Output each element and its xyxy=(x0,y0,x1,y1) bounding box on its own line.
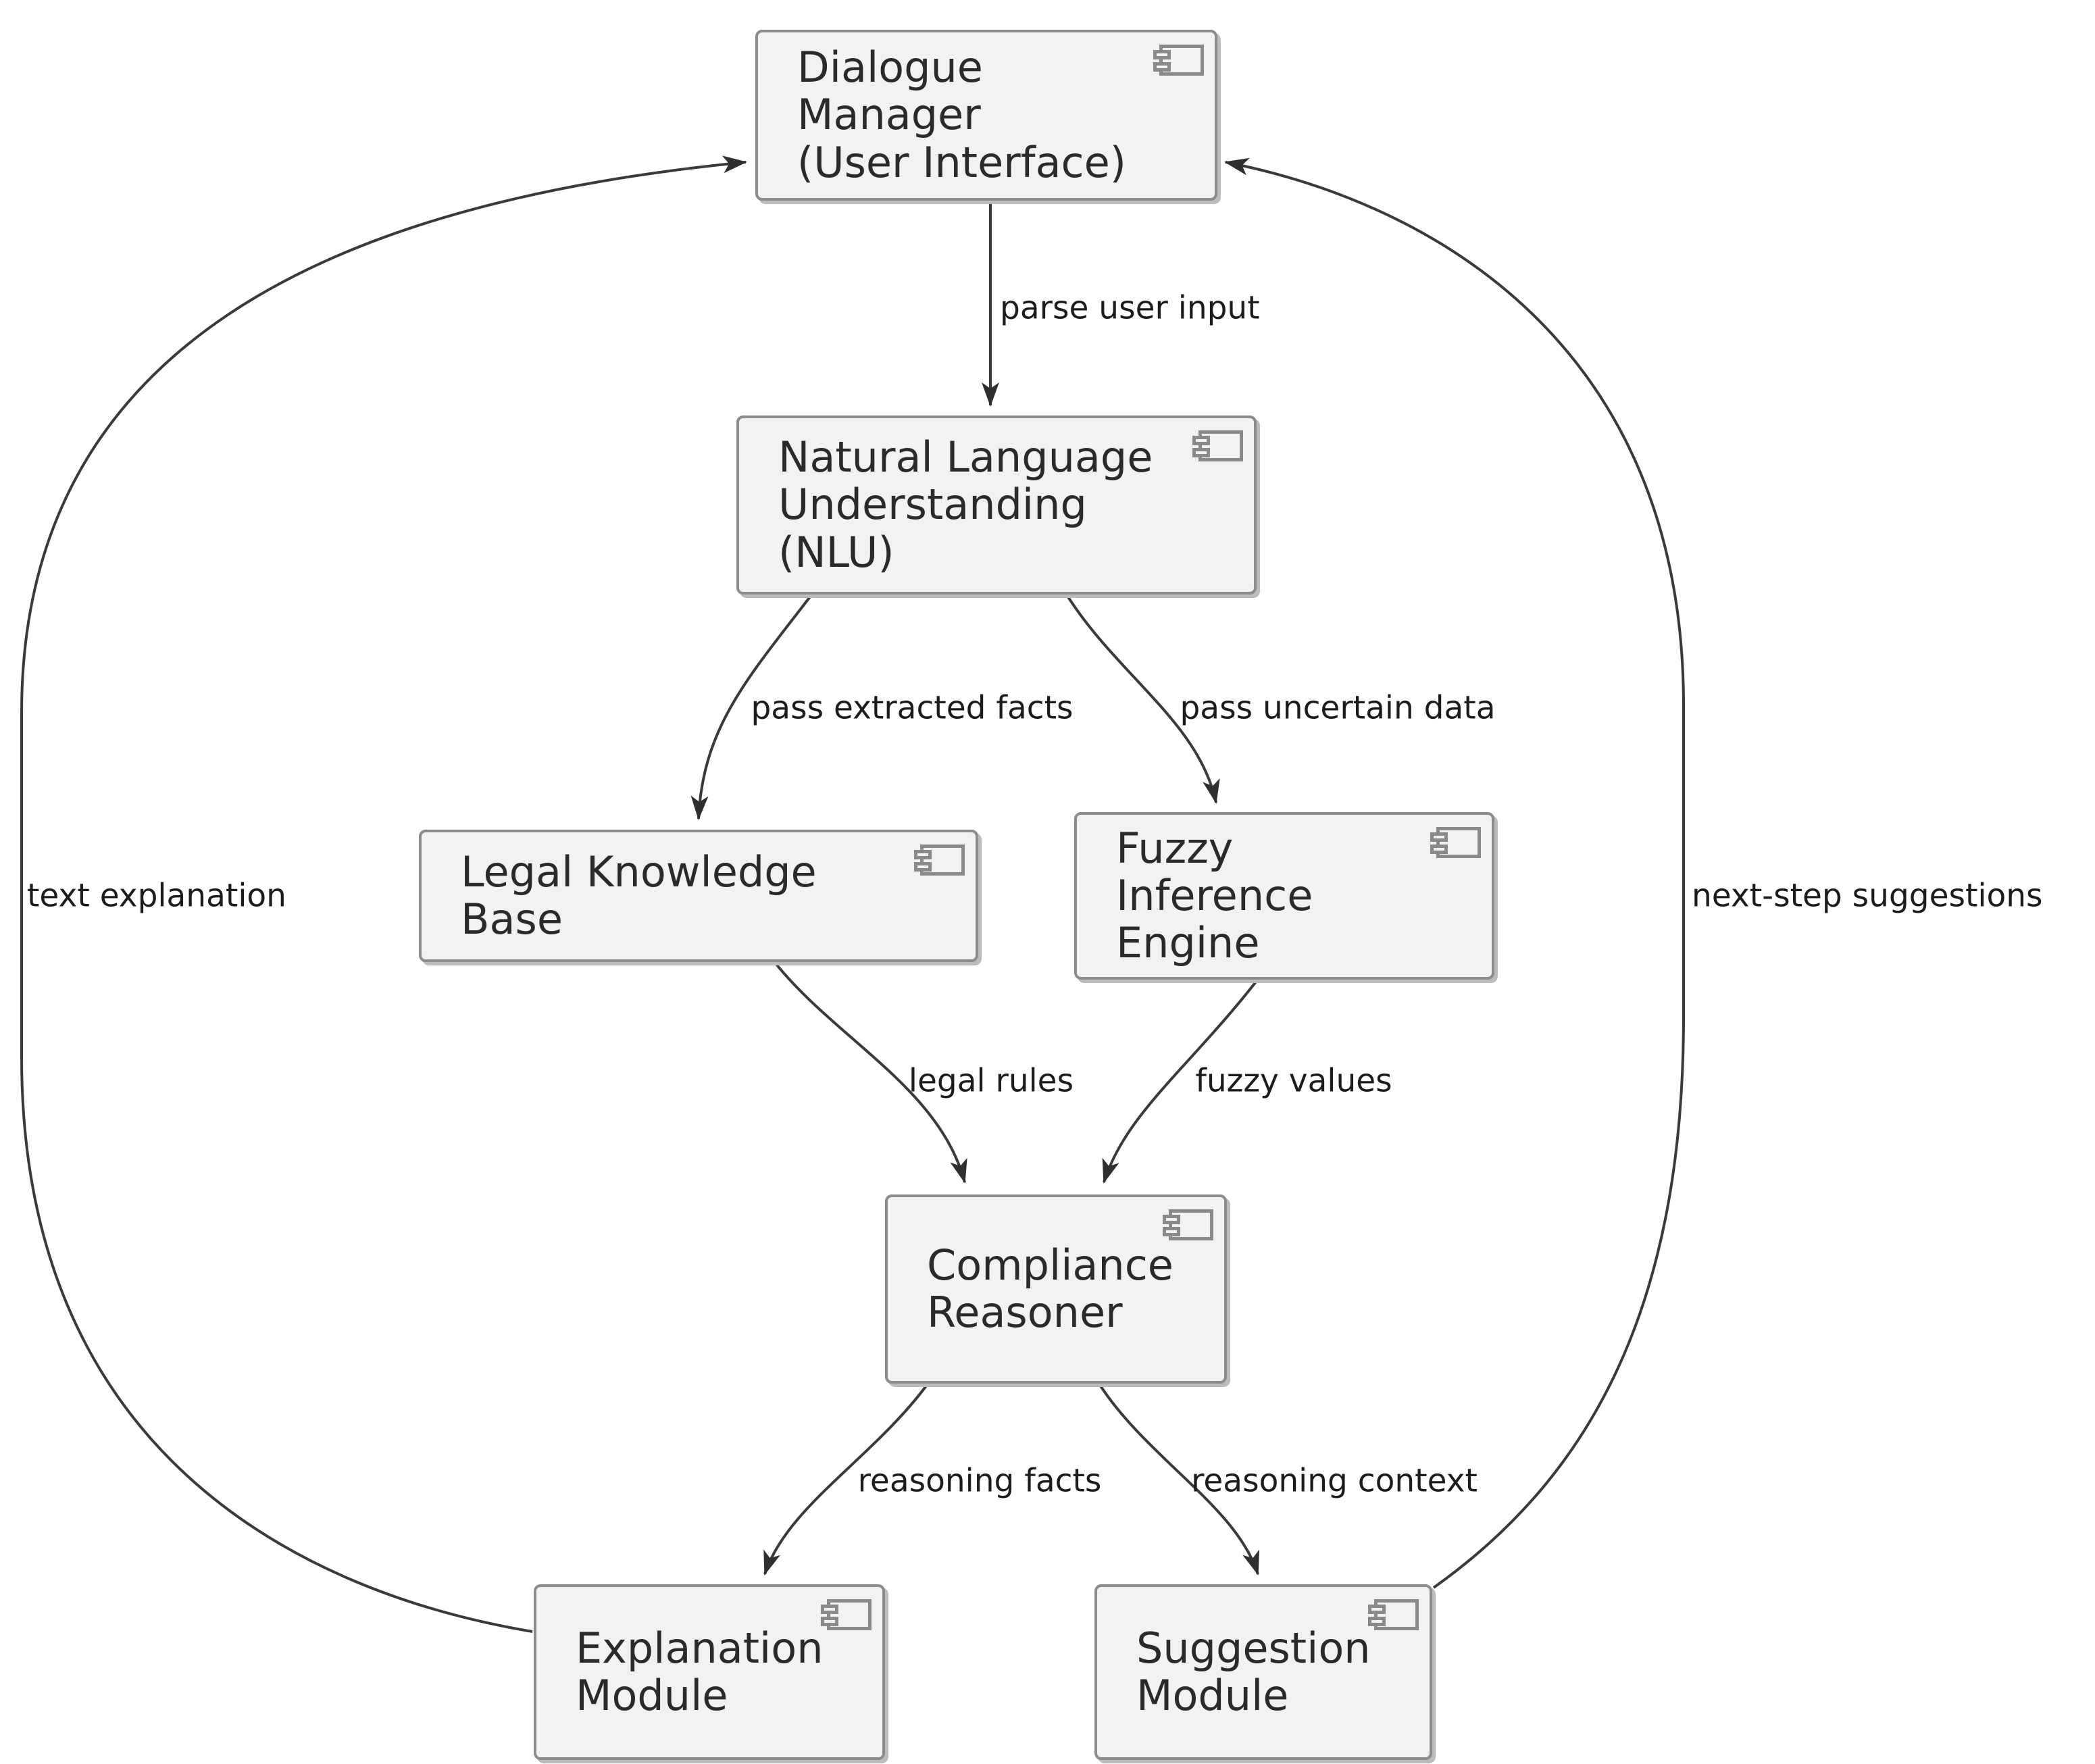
node-label-explanation-module: Explanation Module xyxy=(576,1623,824,1720)
component-icon xyxy=(914,845,965,876)
component-icon xyxy=(1368,1599,1419,1630)
node-label-compliance-reasoner: Compliance Reasoner xyxy=(927,1240,1173,1337)
node-legal-knowledge-base: Legal Knowledge Base xyxy=(419,830,978,962)
node-dialogue-manager: Dialogue Manager (User Interface) xyxy=(755,30,1217,201)
component-icon xyxy=(1192,430,1243,461)
component-icon xyxy=(821,1599,872,1630)
node-label-fuzzy-inference-engine: Fuzzy Inference Engine xyxy=(1116,823,1313,968)
edge-label-parse-user-input: parse user input xyxy=(1000,289,1260,327)
edge-nlu-to-fuzzy-engine xyxy=(1066,595,1220,804)
edge-label-legal-rules: legal rules xyxy=(908,1062,1074,1100)
node-nlu: Natural Language Understanding (NLU) xyxy=(736,415,1257,595)
node-fuzzy-inference-engine: Fuzzy Inference Engine xyxy=(1074,812,1494,980)
edge-label-next-step-suggestions: next-step suggestions xyxy=(1692,877,2043,915)
node-label-nlu: Natural Language Understanding (NLU) xyxy=(778,432,1153,577)
node-suggestion-module: Suggestion Module xyxy=(1094,1584,1432,1760)
component-icon xyxy=(1153,45,1204,76)
edge-fuzzy-engine-to-reasoner xyxy=(1102,980,1258,1184)
edge-explanation-to-dialogue xyxy=(20,155,747,1633)
edge-label-pass-uncertain-data: pass uncertain data xyxy=(1180,689,1496,727)
node-label-dialogue-manager: Dialogue Manager (User Interface) xyxy=(797,43,1126,187)
node-label-legal-knowledge-base: Legal Knowledge Base xyxy=(461,847,817,944)
component-icon xyxy=(1430,827,1481,858)
node-label-suggestion-module: Suggestion Module xyxy=(1136,1623,1371,1720)
edge-legal-kb-to-reasoner xyxy=(774,962,967,1184)
component-icon xyxy=(1163,1209,1213,1240)
edge-reasoner-to-explanation xyxy=(763,1384,928,1576)
edge-label-pass-extracted-facts: pass extracted facts xyxy=(751,689,1074,727)
edge-reasoner-to-suggestion xyxy=(1099,1384,1259,1576)
edge-label-fuzzy-values: fuzzy values xyxy=(1195,1062,1392,1100)
edge-nlu-to-legal-kb xyxy=(690,595,812,820)
edge-label-reasoning-context: reasoning context xyxy=(1191,1462,1478,1500)
edge-label-text-explanation: text explanation xyxy=(27,877,286,915)
node-explanation-module: Explanation Module xyxy=(534,1584,885,1760)
node-compliance-reasoner: Compliance Reasoner xyxy=(885,1194,1227,1384)
edge-suggestion-to-dialogue xyxy=(1224,157,1685,1589)
edge-label-reasoning-facts: reasoning facts xyxy=(857,1462,1102,1500)
